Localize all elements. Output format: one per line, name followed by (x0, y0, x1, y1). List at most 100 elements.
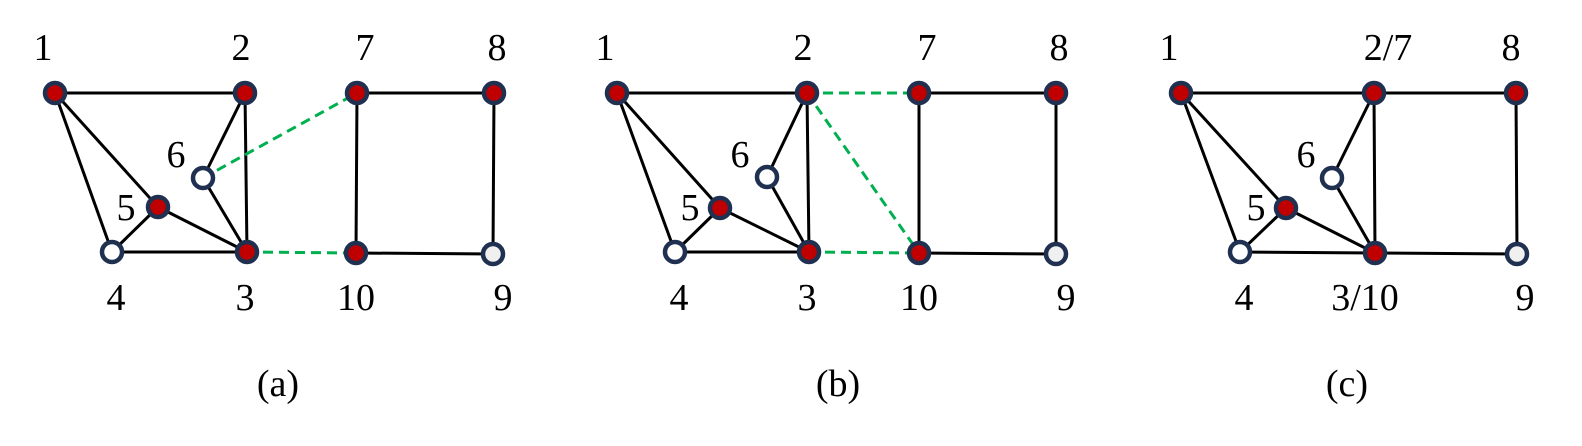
node-circle-icon (480, 241, 506, 267)
edge-2-3 (805, 92, 811, 253)
edge-10-9 (918, 251, 1057, 256)
node-label: 7 (356, 27, 375, 69)
node-label: 3 (798, 277, 817, 319)
edge-1-4 (1179, 92, 1242, 253)
node-label: 8 (1050, 27, 1069, 69)
node-2-7: 2/7 (1361, 27, 1413, 106)
node-circle-icon (343, 240, 369, 266)
node-circle-icon (906, 80, 932, 106)
node-label: 1 (34, 27, 53, 69)
node-8: 8 (1502, 27, 1529, 106)
node-circle-icon (1043, 80, 1069, 106)
dashed-edge-2-10 (805, 92, 921, 254)
node-circle-icon (1319, 165, 1345, 191)
node-label: 3/10 (1331, 277, 1399, 319)
edge-2-7-3-10 (1372, 92, 1377, 254)
node-2: 2 (794, 27, 820, 106)
node-circle-icon (1168, 80, 1194, 106)
node-circle-icon (1227, 239, 1253, 265)
node-6: 6 (731, 134, 780, 190)
node-label: 1 (1160, 27, 1179, 69)
edge-7-10 (354, 92, 359, 254)
panel-caption: (c) (1326, 363, 1368, 405)
node-label: 4 (670, 277, 689, 319)
panel-a: 1 2 3 4 56 7 8 9 10 (a) (34, 27, 513, 405)
node-9: 9 (1504, 241, 1535, 319)
node-5: 5 (117, 187, 171, 229)
node-label: 4 (107, 277, 126, 319)
node-label: 4 (1235, 277, 1254, 319)
node-circle-icon (707, 195, 733, 221)
node-circle-icon (604, 80, 630, 106)
node-circle-icon (1362, 240, 1388, 266)
node-5: 5 (1247, 187, 1299, 229)
node-label: 2 (232, 27, 251, 69)
edge-1-5 (615, 91, 722, 210)
node-label: 3 (236, 277, 255, 319)
node-label: 6 (1297, 134, 1316, 176)
node-circle-icon (906, 240, 932, 266)
node-circle-icon (754, 164, 780, 190)
node-circle-icon (1043, 241, 1069, 267)
edge-10-9 (355, 251, 494, 256)
edge-1-5 (1179, 91, 1288, 210)
edge-6-3 (201, 177, 249, 253)
edge-6-3 (765, 176, 811, 253)
panel-caption: (a) (257, 363, 299, 405)
node-3-10: 3/10 (1331, 240, 1399, 319)
node-label: 9 (1057, 277, 1076, 319)
panel-c: 1 2/7 3/10 4 56 8 9 (c) (1160, 27, 1535, 405)
node-label: 5 (1247, 187, 1266, 229)
edge-8-9 (1514, 92, 1519, 255)
node-label: 9 (494, 277, 513, 319)
node-2: 2 (232, 27, 258, 106)
edge-2-6 (201, 92, 247, 179)
node-circle-icon (481, 80, 507, 106)
edge-6-3-10 (1330, 177, 1377, 254)
node-circle-icon (662, 239, 688, 265)
node-circle-icon (1361, 80, 1387, 106)
node-6: 6 (1297, 134, 1345, 191)
edge-2-3 (243, 92, 249, 253)
node-label: 10 (900, 277, 938, 319)
edge-8-9 (491, 92, 496, 255)
node-circle-icon (99, 239, 125, 265)
node-label: 9 (1516, 277, 1535, 319)
dashed-edge-6-7 (202, 91, 358, 180)
node-circle-icon (42, 80, 68, 106)
node-label: 5 (681, 187, 700, 229)
node-label: 2/7 (1364, 27, 1413, 69)
node-9: 9 (1043, 241, 1076, 319)
node-3: 3 (796, 239, 822, 319)
node-3: 3 (234, 239, 260, 319)
node-1: 1 (596, 27, 630, 106)
node-5: 5 (681, 187, 733, 229)
node-circle-icon (234, 239, 260, 265)
edge-1-5 (53, 91, 160, 209)
node-label: 10 (337, 277, 375, 319)
dashed-edge-3-10 (808, 250, 920, 255)
node-circle-icon (1504, 241, 1530, 267)
node-10: 10 (900, 240, 938, 319)
node-10: 10 (337, 240, 375, 319)
edge-1-4 (615, 92, 677, 253)
node-label: 5 (117, 187, 136, 229)
node-label: 7 (918, 27, 937, 69)
node-circle-icon (1273, 195, 1299, 221)
node-label: 6 (731, 134, 750, 176)
node-circle-icon (190, 165, 216, 191)
node-label: 8 (488, 27, 507, 69)
edge-3-10-9 (1374, 251, 1518, 256)
node-circle-icon (796, 239, 822, 265)
node-7: 7 (906, 27, 937, 106)
node-6: 6 (167, 134, 216, 191)
edge-2-7-6 (1330, 92, 1376, 179)
edge-5-3-10 (1285, 206, 1376, 255)
node-circle-icon (1503, 80, 1529, 106)
node-8: 8 (1043, 27, 1069, 106)
edge-4-3-10 (1239, 250, 1376, 255)
edge-2-6 (765, 92, 809, 178)
